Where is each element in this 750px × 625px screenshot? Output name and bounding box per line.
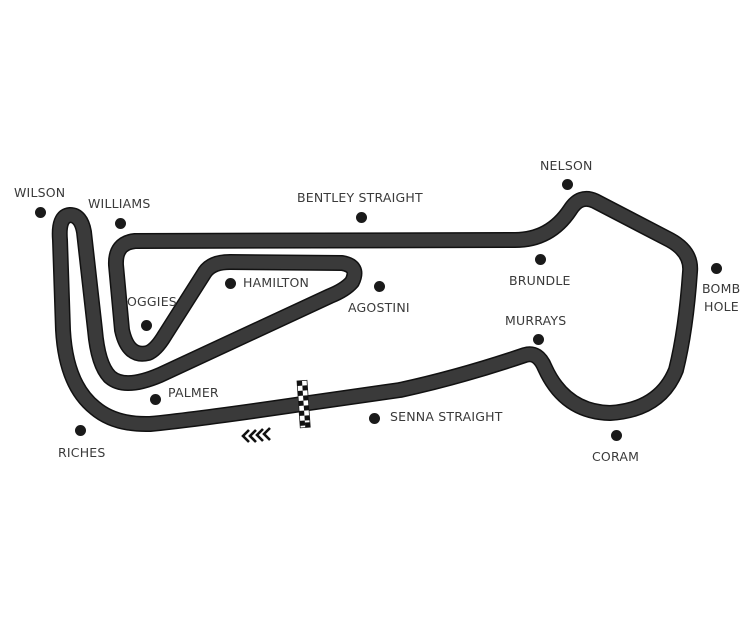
corner-marker-wilson xyxy=(34,206,46,218)
corner-marker-agostini xyxy=(373,280,385,292)
corner-label-bomb-hole-line2: HOLE xyxy=(704,299,739,314)
corner-label-murrays: MURRAYS xyxy=(505,313,567,328)
corner-label-senna-straight: SENNA STRAIGHT xyxy=(390,409,503,424)
corner-label-bomb-hole-line1: BOMB xyxy=(702,281,741,296)
track-surface xyxy=(53,192,697,431)
corner-label-brundle: BRUNDLE xyxy=(509,273,571,288)
corner-marker-coram xyxy=(610,429,622,441)
corner-label-williams: WILLIAMS xyxy=(88,196,151,211)
corner-marker-palmer xyxy=(149,393,161,405)
corner-marker-nelson xyxy=(561,178,573,190)
corner-label-nelson: NELSON xyxy=(540,158,593,173)
corner-marker-hamilton xyxy=(224,277,236,289)
corner-marker-murrays xyxy=(532,333,544,345)
corner-marker-oggies xyxy=(140,319,152,331)
corner-label-palmer: PALMER xyxy=(168,385,219,400)
corner-label-wilson: WILSON xyxy=(14,185,66,200)
corner-label-bentley-straight: BENTLEY STRAIGHT xyxy=(297,190,423,205)
corner-label-oggies: OGGIES xyxy=(127,294,177,309)
corner-marker-senna-straight xyxy=(368,412,380,424)
corner-label-hamilton: HAMILTON xyxy=(243,275,310,290)
direction-chevrons-icon xyxy=(241,427,271,443)
corner-label-agostini: AGOSTINI xyxy=(348,300,410,315)
start-finish-flag-icon xyxy=(296,379,311,429)
corner-marker-brundle xyxy=(534,253,546,265)
corner-label-riches: RICHES xyxy=(58,445,106,460)
corner-marker-bentley-straight xyxy=(355,211,367,223)
corner-marker-bomb-hole xyxy=(710,262,722,274)
corner-label-coram: CORAM xyxy=(592,449,640,464)
corner-marker-riches xyxy=(74,424,86,436)
corner-marker-williams xyxy=(114,217,126,229)
